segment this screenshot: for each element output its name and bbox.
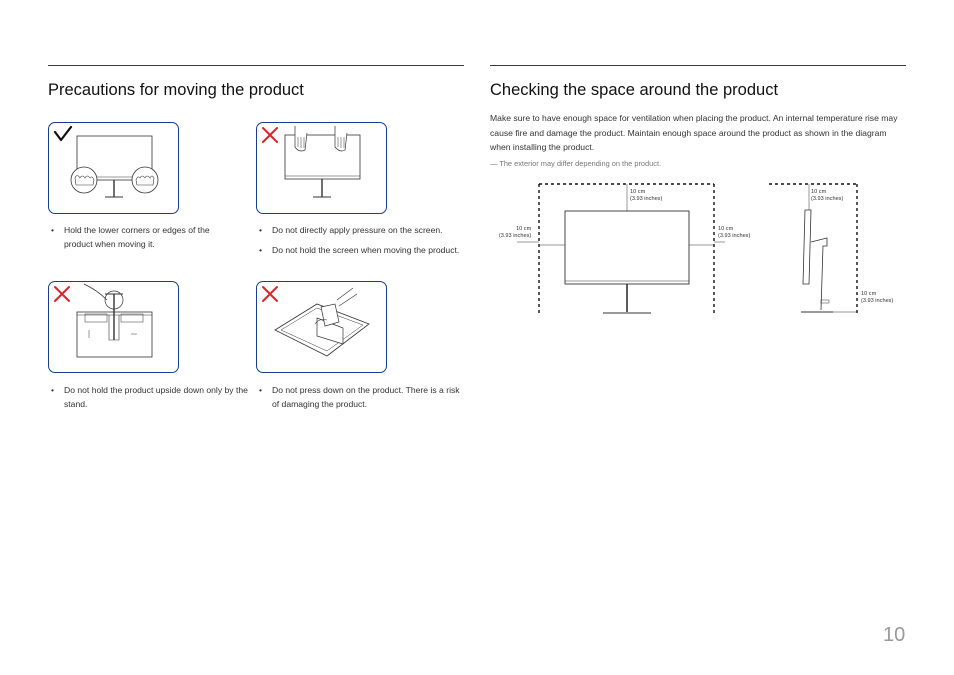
illustration-card-upside-down — [48, 281, 179, 373]
no-pressure-illustration — [262, 126, 361, 198]
dimension-cm: 10 cm — [630, 189, 646, 195]
dimension-label-top-side: 10 cm (3.93 inches) — [811, 189, 843, 203]
upside-down-illustration — [54, 283, 153, 358]
dimension-cm: 10 cm — [861, 291, 877, 297]
note-mark: ― — [490, 159, 498, 168]
illustration-card-no-pressure — [256, 122, 387, 214]
right-top-rule — [490, 65, 906, 66]
press-down-illustration — [262, 286, 370, 357]
no-pressure-bullets: Do not directly apply pressure on the sc… — [256, 223, 461, 263]
ventilation-paragraph: Make sure to have enough space for venti… — [490, 113, 898, 152]
upside-down-bullets: Do not hold the product upside down only… — [48, 383, 248, 417]
dimension-inches: (3.93 inches) — [718, 233, 751, 239]
dimension-inches: (3.93 inches) — [811, 196, 844, 202]
bullet-item: Hold the lower corners or edges of the p… — [48, 223, 228, 251]
bullet-item: Do not press down on the product. There … — [256, 383, 461, 411]
dimension-inches: (3.93 inches) — [861, 298, 894, 304]
left-top-rule — [48, 65, 464, 66]
clearance-diagram-side — [769, 183, 858, 315]
space-check-heading: Checking the space around the product — [490, 81, 779, 99]
dimension-inches: (3.93 inches) — [498, 233, 532, 239]
dimension-cm: 10 cm — [718, 226, 734, 232]
bullet-item: Do not hold the screen when moving the p… — [256, 243, 461, 257]
precautions-heading: Precautions for moving the product — [48, 81, 304, 99]
clearance-diagram-front — [517, 183, 725, 315]
exterior-note: ― The exterior may differ depending on t… — [490, 159, 661, 168]
cross-icon — [54, 286, 70, 302]
dimension-label-back-side: 10 cm (3.93 inches) — [861, 291, 893, 305]
note-text: The exterior may differ depending on the… — [499, 159, 662, 168]
dimension-label-top-front: 10 cm (3.93 inches) — [630, 189, 662, 203]
dimension-cm: 10 cm — [516, 226, 532, 232]
dimension-inches: (3.93 inches) — [630, 196, 663, 202]
hold-corners-illustration — [53, 125, 159, 198]
press-down-bullets: Do not press down on the product. There … — [256, 383, 461, 417]
illustration-card-hold-corners — [48, 122, 179, 214]
bullet-item: Do not hold the product upside down only… — [48, 383, 248, 411]
check-icon — [53, 125, 73, 142]
page-number: 10 — [883, 624, 906, 646]
cross-icon — [262, 127, 278, 143]
dimension-label-left-front: 10 cm (3.93 inches) — [496, 226, 531, 240]
cross-icon — [262, 286, 278, 302]
dimension-label-right-front: 10 cm (3.93 inches) — [718, 226, 750, 240]
hold-corners-bullets: Hold the lower corners or edges of the p… — [48, 223, 228, 257]
illustration-card-press-down — [256, 281, 387, 373]
bullet-item: Do not directly apply pressure on the sc… — [256, 223, 461, 237]
dimension-cm: 10 cm — [811, 189, 827, 195]
